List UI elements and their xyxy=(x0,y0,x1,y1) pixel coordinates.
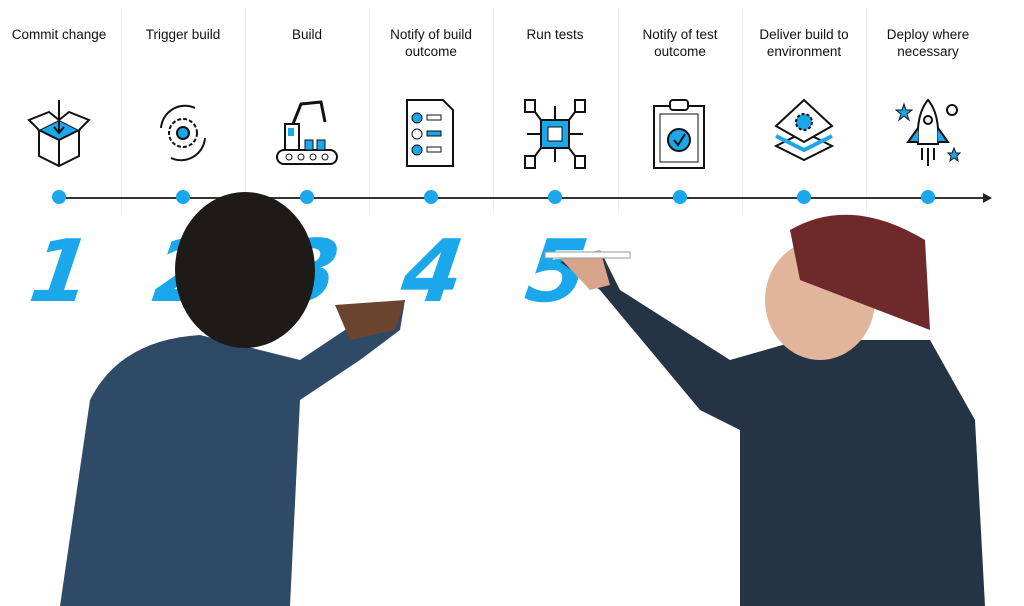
timeline-dot xyxy=(673,190,687,204)
handwritten-number: 1 xyxy=(23,222,98,322)
step-2: Trigger build xyxy=(121,0,245,215)
handwritten-number: 3 xyxy=(271,222,346,322)
step-1: Commit change xyxy=(0,0,121,215)
checklist-icon xyxy=(406,99,454,167)
step-label: Commit change xyxy=(11,27,107,42)
step-8: Deploy where necessary xyxy=(866,0,990,215)
person-left xyxy=(60,192,405,606)
open-box-icon xyxy=(27,100,91,168)
column-divider xyxy=(618,8,619,213)
step-label: Notify of test outcome xyxy=(642,27,718,59)
column-divider xyxy=(369,8,370,213)
layers-gear-icon xyxy=(773,98,835,162)
column-divider xyxy=(742,8,743,213)
step-label: Run tests xyxy=(526,27,584,42)
timeline-dot xyxy=(176,190,190,204)
step-label: Notify of build outcome xyxy=(390,27,472,59)
column-divider xyxy=(121,8,122,213)
robot-arm-conveyor-icon xyxy=(276,100,338,165)
timeline-dot xyxy=(921,190,935,204)
column-divider xyxy=(866,8,867,213)
column-divider xyxy=(245,8,246,213)
handwritten-number: 2 xyxy=(147,222,222,322)
timeline-dot xyxy=(52,190,66,204)
step-label: Deploy where necessary xyxy=(886,27,970,59)
column-divider xyxy=(493,8,494,213)
timeline-arrow-icon xyxy=(983,193,992,203)
step-7: Deliver build to environment xyxy=(742,0,866,215)
step-6: Notify of test outcome xyxy=(618,0,742,215)
clipboard-check-icon xyxy=(653,99,705,169)
chip-circuit-icon xyxy=(524,99,586,169)
gear-cycle-icon xyxy=(160,104,206,162)
timeline-dot xyxy=(424,190,438,204)
step-label: Trigger build xyxy=(145,27,221,42)
step-3: Build xyxy=(245,0,369,215)
step-label: Build xyxy=(291,27,323,42)
step-label: Deliver build to environment xyxy=(759,27,849,59)
step-5: Run tests xyxy=(493,0,617,215)
rocket-icon xyxy=(894,98,962,166)
timeline-dot xyxy=(797,190,811,204)
step-4: Notify of build outcome xyxy=(369,0,493,215)
timeline-dot xyxy=(548,190,562,204)
handwritten-number: 4 xyxy=(395,222,470,322)
handwritten-number: 5 xyxy=(519,222,594,322)
person-right xyxy=(544,214,985,606)
timeline-line xyxy=(59,197,985,199)
timeline-dot xyxy=(300,190,314,204)
